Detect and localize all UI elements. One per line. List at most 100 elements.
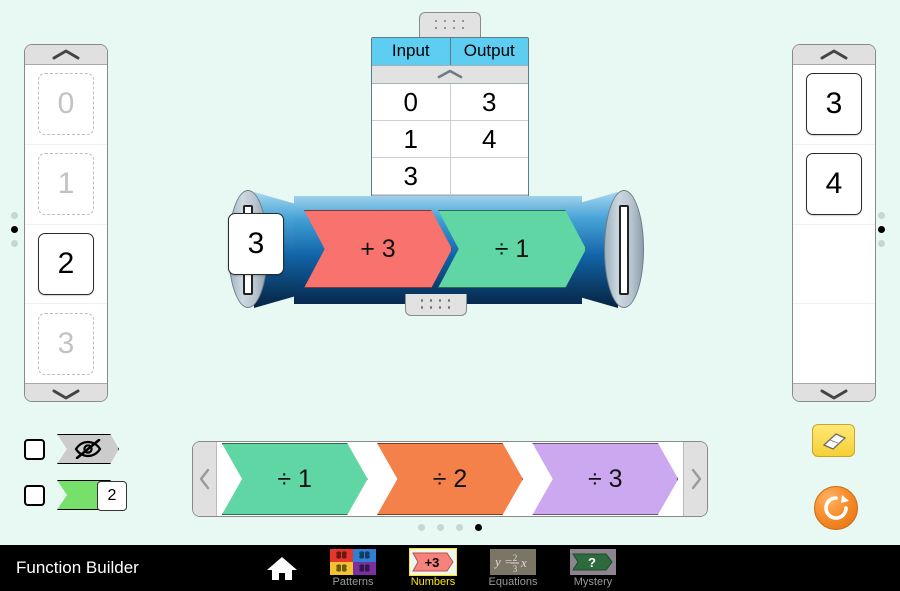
- table-cell-output: 3: [482, 86, 497, 117]
- card-slot[interactable]: 2: [25, 225, 107, 305]
- reset-icon: [824, 495, 849, 520]
- svg-text:3: 3: [513, 564, 518, 574]
- number-card[interactable]: 4: [806, 153, 862, 216]
- function-machine[interactable]: + 3 ÷ 1 3: [224, 186, 648, 316]
- table-cell-input: 3: [372, 158, 451, 194]
- page-dot[interactable]: [878, 226, 885, 233]
- chevron-right-icon: [691, 468, 701, 490]
- home-button[interactable]: [262, 548, 302, 588]
- svg-text:2: 2: [513, 553, 518, 563]
- machine-input-card[interactable]: 3: [228, 213, 284, 275]
- function-carousel[interactable]: ÷ 1 ÷ 2 ÷ 3: [192, 441, 708, 517]
- page-dot[interactable]: [11, 226, 18, 233]
- function-card-divide-2[interactable]: ÷ 2: [376, 443, 523, 515]
- grip-handle-icon: [420, 299, 452, 310]
- flange-shape: [604, 190, 644, 308]
- plus-three-icon: +3: [409, 547, 457, 576]
- card-slot[interactable]: [793, 225, 875, 305]
- card-slot[interactable]: 0: [25, 65, 107, 145]
- page-dot[interactable]: [456, 524, 463, 531]
- table-drag-handle[interactable]: [419, 12, 481, 37]
- input-carousel-down-button[interactable]: [25, 383, 107, 401]
- app-title: Function Builder: [16, 558, 139, 577]
- function-card-divide-3[interactable]: ÷ 3: [532, 443, 679, 515]
- function-carousel-page-dots[interactable]: [0, 524, 900, 531]
- nav-tabs: Patterns +3 Numbers y = 2 3 x: [262, 545, 622, 591]
- tab-mystery[interactable]: ? Mystery: [564, 548, 622, 588]
- page-dot[interactable]: [418, 524, 425, 531]
- chevron-up-icon: [437, 69, 463, 79]
- chevron-up-icon: [52, 49, 80, 59]
- input-carousel-page-dots[interactable]: [11, 212, 18, 247]
- function-label: ÷ 2: [432, 464, 468, 493]
- eraser-icon: [822, 432, 846, 450]
- card-slot[interactable]: 3: [25, 304, 107, 383]
- card-slot[interactable]: 3: [793, 65, 875, 145]
- machine-function-slot-2[interactable]: ÷ 1: [438, 210, 586, 288]
- card-slot[interactable]: [793, 304, 875, 383]
- svg-text:y =: y =: [493, 554, 513, 569]
- output-carousel-page-dots[interactable]: [878, 212, 885, 247]
- plus-three-thumbnail: +3: [412, 552, 454, 571]
- grip-handle-icon: [434, 19, 466, 31]
- show-card-value-checkbox-row[interactable]: 2: [24, 480, 127, 511]
- equation-thumbnail: y = 2 3 x: [493, 553, 527, 574]
- hide-functions-checkbox-row[interactable]: [24, 434, 119, 464]
- card-slot-opening: [619, 205, 629, 295]
- page-dot[interactable]: [437, 524, 444, 531]
- table-cell-output: 4: [482, 123, 497, 154]
- card-slot[interactable]: 4: [793, 145, 875, 225]
- tab-label: Patterns: [332, 575, 374, 588]
- butterflies-icon: [330, 548, 376, 575]
- page-dot[interactable]: [878, 240, 885, 247]
- card-slot[interactable]: 1: [25, 145, 107, 225]
- function-carousel-prev-button[interactable]: [193, 442, 217, 516]
- tab-equations[interactable]: y = 2 3 x Equations: [484, 548, 542, 588]
- chevron-left-icon: [199, 468, 209, 490]
- table-scroll-up-button[interactable]: [372, 65, 528, 84]
- input-carousel-up-button[interactable]: [25, 45, 107, 65]
- table-header-output: Output: [463, 41, 515, 60]
- table-row: 0 3: [372, 84, 528, 121]
- table-row: 3: [372, 158, 528, 195]
- page-dot[interactable]: [475, 524, 482, 531]
- machine-function-slots: + 3 ÷ 1: [304, 210, 586, 288]
- machine-drag-handle[interactable]: [405, 294, 467, 316]
- hide-functions-checkbox[interactable]: [24, 438, 45, 460]
- chevron-up-icon: [820, 49, 848, 59]
- number-card[interactable]: 2: [38, 232, 94, 295]
- svg-text:+3: +3: [425, 555, 440, 570]
- number-card[interactable]: 3: [806, 73, 862, 136]
- eraser-button[interactable]: [812, 424, 855, 457]
- home-icon: [267, 557, 297, 580]
- number-card[interactable]: 3: [38, 312, 94, 375]
- number-card[interactable]: 1: [38, 153, 94, 216]
- function-card-divide-1[interactable]: ÷ 1: [221, 443, 368, 515]
- number-card: [806, 313, 862, 375]
- tab-label: Mystery: [573, 575, 613, 588]
- table-row: 1 4: [372, 121, 528, 158]
- input-card-slots: 0 1 2 3: [25, 65, 107, 383]
- page-dot[interactable]: [11, 212, 18, 219]
- question-icon: ?: [570, 548, 616, 575]
- reset-all-button[interactable]: [814, 486, 858, 530]
- tab-numbers[interactable]: +3 Numbers: [404, 547, 462, 588]
- output-card-slots: 3 4: [793, 65, 875, 383]
- mini-number-card: 2: [97, 481, 127, 511]
- page-dot[interactable]: [878, 212, 885, 219]
- butterflies-thumbnail: [330, 548, 376, 575]
- input-card-carousel[interactable]: 0 1 2 3: [24, 44, 108, 402]
- show-card-value-checkbox[interactable]: [24, 484, 45, 506]
- tab-label: Numbers: [410, 575, 456, 588]
- eye-slash-icon: [74, 439, 102, 459]
- output-card-carousel[interactable]: 3 4: [792, 44, 876, 402]
- output-carousel-up-button[interactable]: [793, 45, 875, 65]
- machine-function-slot-1[interactable]: + 3: [304, 210, 452, 288]
- hide-functions-swatch: [57, 434, 119, 464]
- output-carousel-down-button[interactable]: [793, 383, 875, 401]
- number-card[interactable]: 0: [38, 73, 94, 136]
- tab-patterns[interactable]: Patterns: [324, 548, 382, 588]
- show-card-value-swatch: 2: [57, 480, 127, 511]
- function-carousel-next-button[interactable]: [683, 442, 707, 516]
- page-dot[interactable]: [11, 240, 18, 247]
